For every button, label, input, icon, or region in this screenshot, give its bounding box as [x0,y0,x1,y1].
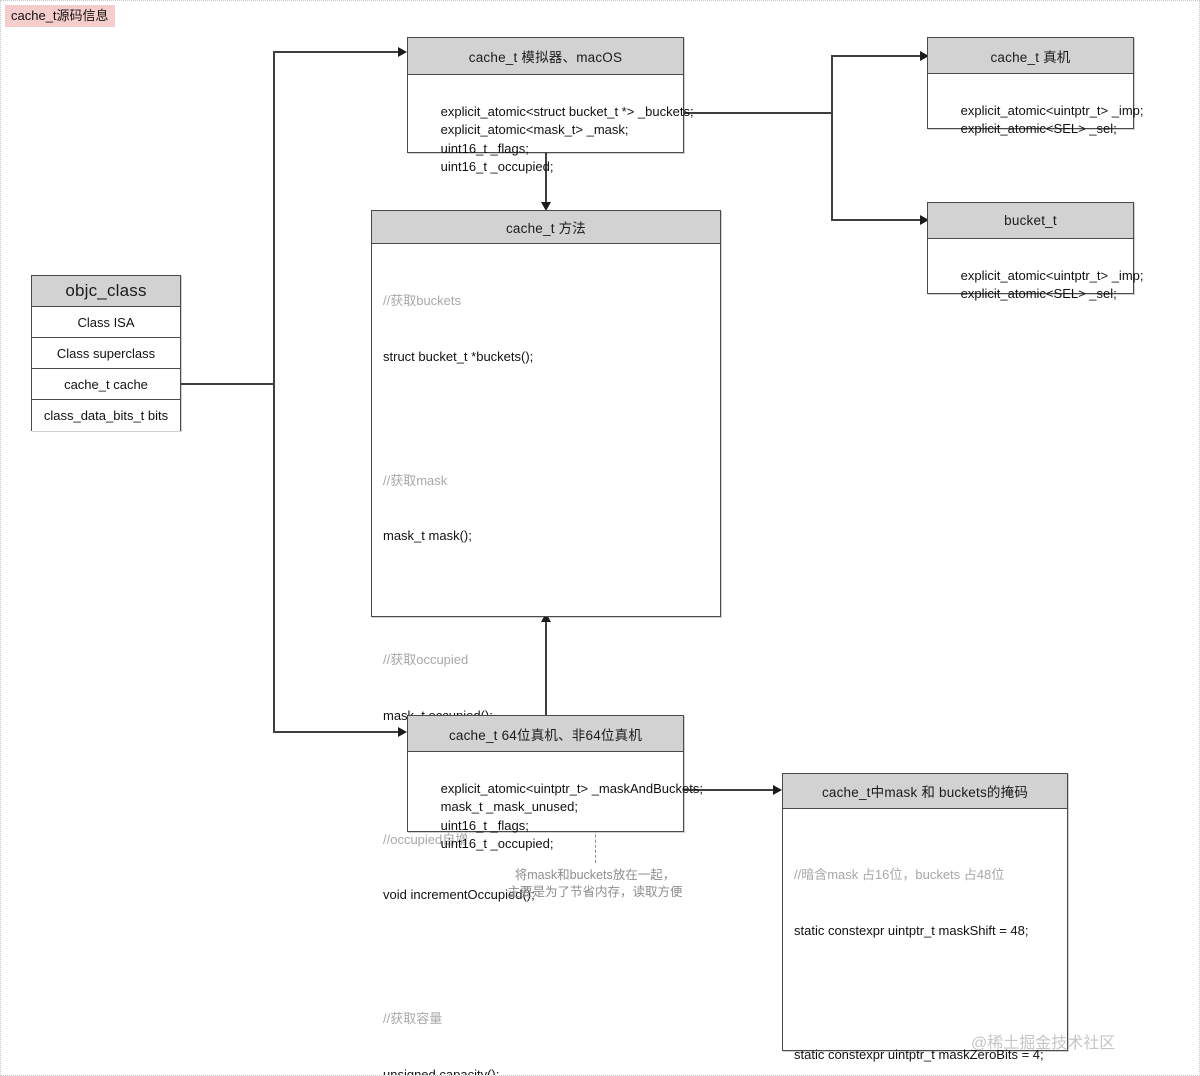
arrowhead-to-simulator [398,46,407,57]
page-title-tag: cache_t源码信息 [5,5,115,27]
method-gap-1 [383,583,710,596]
cache-64bit-title: cache_t 64位真机、非64位真机 [408,716,683,752]
note-mask-buckets-reason: 将mask和buckets放在一起， 主要是为了节省内存，读取方便 [507,868,683,899]
box-bucket-t[interactable]: bucket_t explicit_atomic<uintptr_t> _imp… [927,202,1143,301]
box-mask-buckets[interactable]: cache_t中mask 和 buckets的掩码 //暗含mask 占16位，… [782,773,1068,1062]
cache-simulator-field-3: uint16_t _occupied; [440,159,554,174]
cache-device-field-1: explicit_atomic<SEL> _sel; [960,121,1117,136]
cache-64bit-field-3: uint16_t _occupied; [440,836,554,851]
mask-comment-0: //暗含mask 占16位，buckets 占48位 [794,867,1005,882]
method-code-0-0: struct bucket_t *buckets(); [383,348,534,364]
arrowhead-to-64bit [398,726,407,737]
mask-buckets-list: //暗含mask 占16位，buckets 占48位 static conste… [783,809,1067,1075]
arrowhead-to-device [920,50,929,61]
connector-trunk-to-64bit [273,731,399,733]
bucket-t-fields: explicit_atomic<uintptr_t> _imp; explici… [928,239,1144,331]
cache-64bit-field-2: uint16_t _flags; [440,817,529,833]
box-cache-64bit[interactable]: cache_t 64位真机、非64位真机 explicit_atomic<uin… [407,715,703,851]
objc-class-title: objc_class [32,276,180,307]
bucket-t-field-0: explicit_atomic<uintptr_t> _imp; [960,267,1144,283]
cache-device-title: cache_t 真机 [928,38,1133,74]
mask-code-1-0: static constexpr uintptr_t maskZeroBits … [794,1046,1044,1062]
method-gap-0 [383,403,710,416]
box-cache-device[interactable]: cache_t 真机 explicit_atomic<uintptr_t> _i… [927,37,1143,136]
method-gap-3 [383,942,710,955]
objc-class-rows: Class ISA Class superclass cache_t cache… [32,307,180,431]
method-code-4-0: unsigned capacity(); [383,1066,500,1076]
cache-device-fields: explicit_atomic<uintptr_t> _imp; explici… [928,74,1144,166]
watermark: @稀土掘金技术社区 [971,1035,1116,1052]
method-code-1-0: mask_t mask(); [383,528,472,543]
box-cache-methods[interactable]: cache_t 方法 //获取buckets struct bucket_t *… [371,210,721,1075]
method-comment-2: //获取occupied [383,652,469,667]
connector-split-to-bucket [831,219,921,221]
box-objc-class[interactable]: objc_class Class ISA Class superclass ca… [31,275,181,431]
cache-device-field-0: explicit_atomic<uintptr_t> _imp; [960,102,1144,118]
cache-simulator-field-1: explicit_atomic<mask_t> _mask; [440,122,629,137]
cache-simulator-field-2: uint16_t _flags; [440,140,529,156]
cache-64bit-field-0: explicit_atomic<uintptr_t> _maskAndBucke… [440,780,703,796]
method-comment-0: //获取buckets [383,293,462,308]
cache-64bit-field-1: mask_t _mask_unused; [440,799,578,814]
mask-code-0-0: static constexpr uintptr_t maskShift = 4… [794,922,1029,938]
arrowhead-to-bucket [920,214,929,225]
objc-class-row-cache[interactable]: cache_t cache [32,369,180,400]
connector-split-to-device [831,55,921,57]
cache-simulator-title: cache_t 模拟器、macOS [408,38,683,75]
bucket-t-title: bucket_t [928,203,1133,239]
method-comment-4: //获取容量 [383,1011,443,1026]
connector-simulator-to-split [684,112,832,114]
arrowhead-simulator-to-methods [541,202,551,211]
connector-64bit-to-methods [545,621,547,715]
method-comment-1: //获取mask [383,472,448,488]
method-code-3-0: void incrementOccupied(); [383,887,535,902]
cache-simulator-field-0: explicit_atomic<struct bucket_t *> _buck… [440,103,694,119]
mask-gap-0 [794,977,1057,990]
cache-methods-list: //获取buckets struct bucket_t *buckets(); … [372,244,720,1076]
connector-trunk-vertical [273,51,275,732]
objc-class-row-isa[interactable]: Class ISA [32,307,180,338]
connector-objcclass-to-trunk [180,383,275,385]
connector-split-vertical [831,55,833,220]
cache-methods-title: cache_t 方法 [372,211,720,244]
box-cache-simulator[interactable]: cache_t 模拟器、macOS explicit_atomic<struct… [407,37,694,174]
cache-simulator-fields: explicit_atomic<struct bucket_t *> _buck… [408,75,694,204]
arrowhead-64bit-to-methods [541,613,551,622]
cache-64bit-fields: explicit_atomic<uintptr_t> _maskAndBucke… [408,752,703,881]
connector-trunk-to-simulator [273,51,399,53]
mask-buckets-title: cache_t中mask 和 buckets的掩码 [783,774,1067,809]
objc-class-row-bits[interactable]: class_data_bits_t bits [32,400,180,431]
connector-64bit-to-mask [684,789,775,791]
method-comment-3: //occupied自增 [383,831,469,847]
connector-simulator-to-methods [545,153,547,206]
objc-class-row-superclass[interactable]: Class superclass [32,338,180,369]
bucket-t-field-1: explicit_atomic<SEL> _sel; [960,286,1117,301]
arrowhead-to-mask [773,784,782,795]
